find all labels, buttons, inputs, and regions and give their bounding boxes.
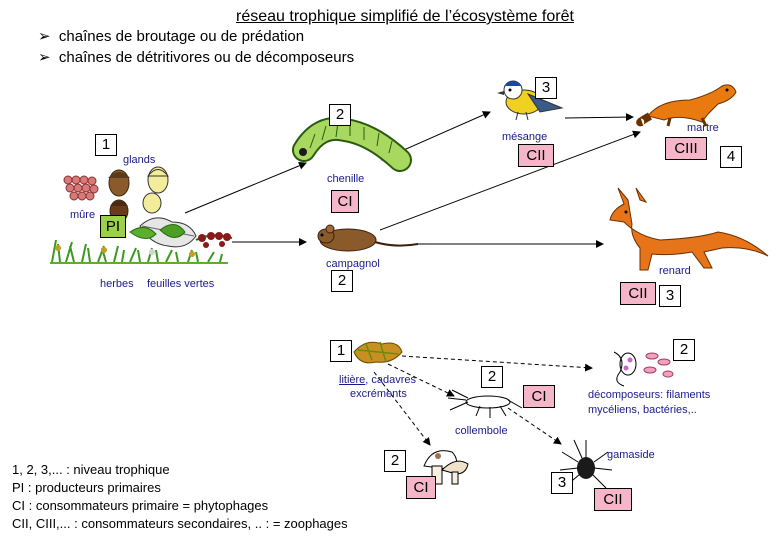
mure-icon — [63, 175, 99, 201]
level-num-decomposeurs: 2 — [673, 339, 695, 361]
label-gamaside: gamaside — [607, 449, 655, 461]
label-glands: glands — [123, 154, 156, 166]
arrow-campagnol-martre — [379, 130, 641, 231]
bullet-arrow-icon: ➢ — [38, 49, 51, 66]
arrow-litiere-decomposeurs — [401, 355, 593, 372]
bullet-text: chaînes de broutage ou de prédation — [58, 28, 305, 45]
arrow-collembole-gamaside — [507, 407, 562, 445]
martre-icon — [636, 84, 737, 127]
label-excrements: excréments — [350, 388, 407, 400]
label-mesange: mésange — [502, 131, 548, 143]
label-campagnol: campagnol — [326, 258, 380, 270]
chenille-icon — [292, 117, 412, 172]
level-code-collembole: CI — [523, 385, 555, 408]
level-num-chenille: 2 — [329, 104, 351, 126]
decomposeurs-icon — [613, 351, 674, 387]
level-num-campagnol: 2 — [331, 270, 353, 292]
feuilles-icon — [129, 217, 197, 248]
level-num-collembole: 2 — [481, 366, 503, 388]
level-num-producteurs: 1 — [95, 134, 117, 156]
label-litiere: litière, cadavres — [339, 374, 416, 386]
bullet-detritivores: ➢ chaînes de détritivores ou de décompos… — [38, 48, 354, 66]
diagram-title: réseau trophique simplifié de l’écosystè… — [236, 8, 574, 25]
renard-icon — [609, 187, 769, 271]
legend-line-2: PI : producteurs primaires — [12, 480, 161, 495]
label-feuilles-vertes: feuilles vertes — [147, 278, 215, 290]
label-chenille: chenille — [327, 173, 365, 185]
legend-line-3: CI : consommateurs primaire = phytophage… — [12, 498, 269, 513]
arrow-litiere-champignon — [373, 371, 431, 446]
grazing-arrows — [184, 111, 641, 248]
label-cadavres: , cadavres — [365, 374, 417, 386]
bullet-broutage: ➢ chaînes de broutage ou de prédation — [38, 27, 304, 45]
glands-icon — [108, 166, 170, 223]
level-code-producteurs: PI — [100, 215, 126, 238]
label-decomposeurs-1: décomposeurs: filaments — [588, 389, 711, 401]
label-litiere-word: litière — [339, 374, 366, 386]
level-code-chenille: CI — [331, 190, 359, 213]
level-num-renard: 3 — [659, 285, 681, 307]
level-code-champignon: CI — [406, 476, 436, 499]
level-num-champignon: 2 — [384, 450, 406, 472]
legend-line-4: CII, CIII,... : consommateurs secondaire… — [12, 516, 348, 531]
bullet-text: chaînes de détritivores ou de décomposeu… — [58, 49, 355, 66]
herbes-icon — [50, 239, 228, 264]
label-herbes: herbes — [100, 278, 134, 290]
level-num-mesange: 3 — [535, 77, 557, 99]
arrow-litiere-collembole — [387, 363, 455, 397]
gamaside-icon — [559, 439, 613, 489]
label-collembole: collembole — [455, 425, 508, 437]
level-num-gamaside: 3 — [551, 472, 573, 494]
berries-branch-icon — [195, 232, 233, 248]
label-martre: martre — [687, 122, 719, 134]
level-num-litiere: 1 — [330, 340, 352, 362]
level-code-renard: CII — [620, 282, 656, 305]
arrow-producteurs-chenille — [184, 161, 307, 214]
level-code-martre: CIII — [665, 137, 707, 160]
arrow-mesange-martre — [564, 113, 634, 122]
label-mure: mûre — [70, 209, 96, 221]
collembole-icon — [447, 389, 523, 418]
detritus-arrows — [373, 355, 593, 446]
bullet-arrow-icon: ➢ — [38, 28, 51, 45]
level-code-mesange: CII — [518, 144, 554, 167]
label-decomposeurs-2: mycéliens, bactéries,.. — [588, 404, 697, 416]
litiere-icon — [353, 341, 403, 364]
champignon-icon — [423, 450, 469, 485]
campagnol-icon — [317, 224, 419, 252]
level-code-gamaside: CII — [594, 488, 632, 511]
label-renard: renard — [659, 265, 691, 277]
legend-line-1: 1, 2, 3,... : niveau trophique — [12, 462, 170, 477]
level-num-martre: 4 — [720, 146, 742, 168]
